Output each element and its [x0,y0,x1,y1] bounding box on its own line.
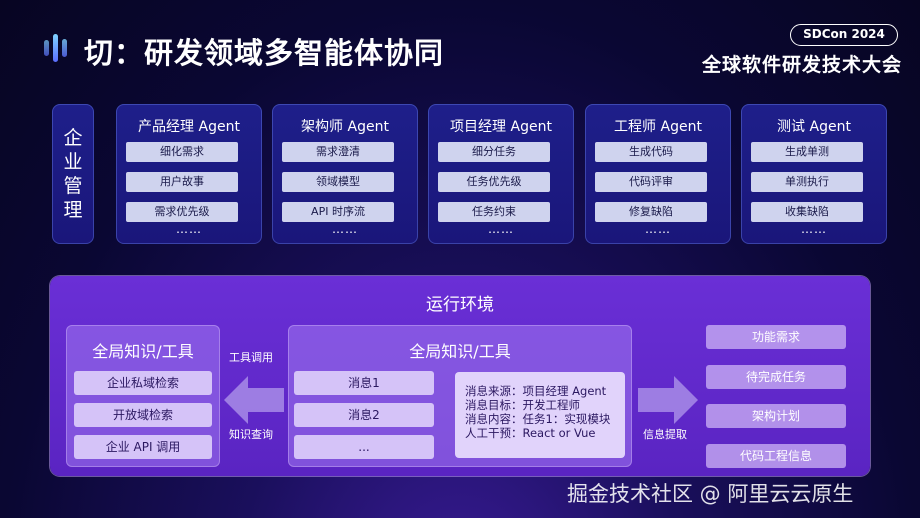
conference-name: 全球软件研发技术大会 [701,54,902,76]
conference-badge: SDCon 2024 [790,24,898,46]
arrow-label-info-extract: 信息提取 [643,428,687,441]
page-title: 切：研发领域多智能体协同 [84,36,445,70]
tool-item: 开放域检索 [74,403,212,427]
left-arrow-icon [224,376,284,424]
more-ellipsis: …… [332,222,358,236]
agent-task: API 时序流 [282,202,394,222]
agent-title: 产品经理 Agent [138,119,240,135]
runtime-title: 运行环境 [426,295,494,315]
extracted-info-item: 代码工程信息 [706,444,846,468]
watermark: 掘金技术社区 @ 阿里云云原生 [567,482,854,506]
agent-task: 细化需求 [126,142,238,162]
enterprise-management-label: 企 业 管 理 [63,127,83,221]
more-ellipsis: …… [801,222,827,236]
agent-task: 代码评审 [595,172,707,192]
agent-task: 修复缺陷 [595,202,707,222]
agent-title: 测试 Agent [777,119,851,135]
agent-title: 工程师 Agent [614,119,702,135]
extracted-info-item: 功能需求 [706,325,846,349]
message-detail-line: 消息内容：任务1：实现模块 [465,412,611,426]
agent-task: 需求优先级 [126,202,238,222]
tool-item: 企业私域检索 [74,371,212,395]
more-ellipsis: …… [645,222,671,236]
agent-card-project-manager: 项目经理 Agent 细分任务 任务优先级 任务约束 …… [428,104,574,244]
message-detail-box: 消息来源：项目经理 Agent 消息目标：开发工程师 消息内容：任务1：实现模块… [455,372,625,458]
agent-card-architect: 架构师 Agent 需求澄清 领域模型 API 时序流 …… [272,104,418,244]
message-detail-line: 消息目标：开发工程师 [465,398,580,412]
agent-task: 细分任务 [438,142,550,162]
tool-item: 企业 API 调用 [74,435,212,459]
right-arrow-icon [638,376,698,424]
agent-card-tester: 测试 Agent 生成单测 单测执行 收集缺陷 …… [741,104,887,244]
agent-title: 架构师 Agent [301,119,389,135]
center-panel-title: 全局知识/工具 [409,342,511,361]
agent-task: 任务优先级 [438,172,550,192]
message-item: ... [294,435,434,459]
agent-task: 生成单测 [751,142,863,162]
agent-card-product-manager: 产品经理 Agent 细化需求 用户故事 需求优先级 …… [116,104,262,244]
agent-task: 单测执行 [751,172,863,192]
agent-task: 任务约束 [438,202,550,222]
left-panel-title: 全局知识/工具 [92,342,194,361]
message-item: 消息2 [294,403,434,427]
agent-card-engineer: 工程师 Agent 生成代码 代码评审 修复缺陷 …… [585,104,731,244]
enterprise-management-panel: 企 业 管 理 [52,104,94,244]
logo-bars-icon [42,34,72,62]
extracted-info-item: 架构计划 [706,404,846,428]
agent-task: 收集缺陷 [751,202,863,222]
extracted-info-item: 待完成任务 [706,365,846,389]
more-ellipsis: …… [176,222,202,236]
arrow-label-tool-call: 工具调用 [229,351,273,364]
agent-task: 用户故事 [126,172,238,192]
agent-task: 需求澄清 [282,142,394,162]
more-ellipsis: …… [488,222,514,236]
agent-title: 项目经理 Agent [450,119,552,135]
agent-task: 领域模型 [282,172,394,192]
message-item: 消息1 [294,371,434,395]
message-detail-line: 消息来源：项目经理 Agent [465,384,607,398]
message-detail-line: 人工干预：React or Vue [465,426,596,440]
agent-task: 生成代码 [595,142,707,162]
arrow-label-knowledge-query: 知识查询 [229,428,273,441]
